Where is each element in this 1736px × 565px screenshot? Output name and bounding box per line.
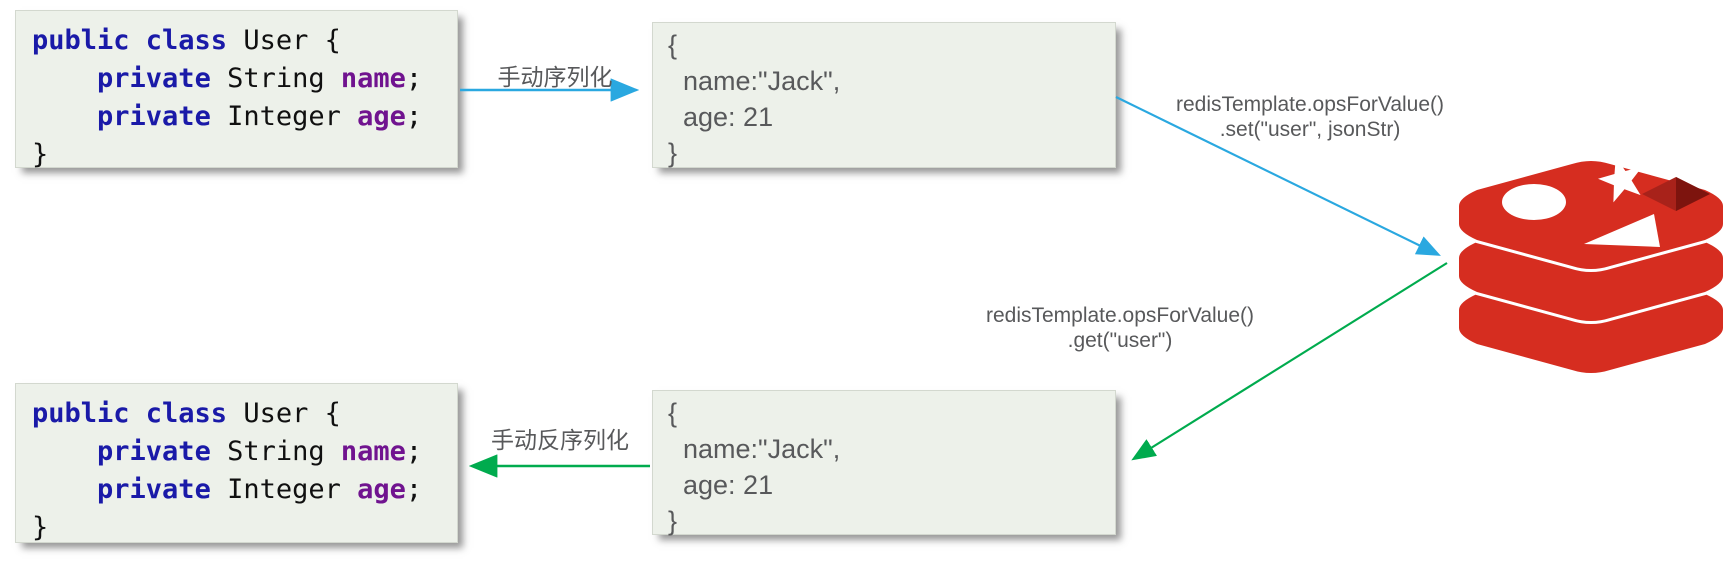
java-user-class-box-top: public class User { private String name;… xyxy=(15,10,458,170)
json-string-box-top: { name:"Jack", age: 21 } xyxy=(652,22,1116,168)
redis-get-arrow xyxy=(1131,262,1448,461)
redis-set-label-line2: .set("user", jsonStr) xyxy=(1219,118,1401,141)
redis-disc-top xyxy=(1456,156,1726,272)
redis-get-label: redisTemplate.opsForValue() .get("user") xyxy=(950,303,1290,353)
redis-triangle-shape xyxy=(1584,214,1660,247)
java-user-class-box-bottom: public class User { private String name;… xyxy=(15,383,458,543)
redis-square-hole xyxy=(1642,177,1710,211)
redis-set-label-line1: redisTemplate.opsForValue() xyxy=(1175,93,1445,116)
redis-ellipse-shape xyxy=(1502,184,1566,220)
json-string-box-bottom: { name:"Jack", age: 21 } xyxy=(652,390,1116,536)
redis-icon xyxy=(1456,156,1726,373)
redis-get-label-line2: .get("user") xyxy=(1067,329,1173,352)
redis-get-label-line1: redisTemplate.opsForValue() xyxy=(985,304,1255,327)
serialize-label: 手动序列化 xyxy=(497,64,613,90)
redis-star-shape xyxy=(1598,156,1643,203)
deserialize-label: 手动反序列化 xyxy=(491,427,629,453)
redis-set-label: redisTemplate.opsForValue() .set("user",… xyxy=(1140,92,1480,142)
